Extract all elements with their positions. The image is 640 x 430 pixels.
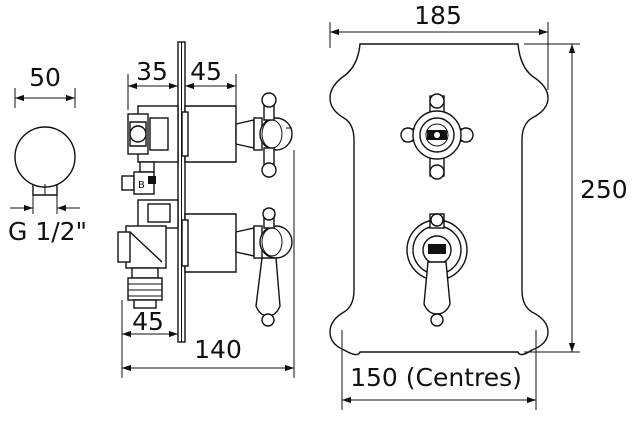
side-depth-top-right-label: 45 xyxy=(190,57,222,86)
outlet-diameter-label: 50 xyxy=(29,63,61,92)
upper-handle-side xyxy=(235,92,293,178)
outlet-thread-label: G 1/2" xyxy=(8,217,87,246)
side-total-projection-label: 140 xyxy=(194,335,242,364)
outlet-elbow-view: 50 G 1/2" xyxy=(8,63,87,246)
handle-centres-label: 150 (Centres) xyxy=(350,363,522,392)
wall-plate-front xyxy=(329,43,549,356)
upper-shroud xyxy=(184,105,237,163)
side-depth-bottom-label: 45 xyxy=(132,307,164,336)
upper-cross-handle xyxy=(400,93,474,180)
lower-lever-handle xyxy=(406,213,468,327)
lower-shroud xyxy=(184,213,237,273)
plate-height-label: 250 xyxy=(580,175,628,204)
lower-handle-side xyxy=(235,207,293,327)
side-depth-top-left-label: 35 xyxy=(136,57,168,86)
plate-width-label: 185 xyxy=(414,1,462,30)
outlet-body xyxy=(14,126,76,188)
svg-text:B: B xyxy=(138,180,145,191)
valve-front-view: 185 250 150 (Centres) xyxy=(329,1,628,410)
valve-side-view: B xyxy=(117,41,295,378)
